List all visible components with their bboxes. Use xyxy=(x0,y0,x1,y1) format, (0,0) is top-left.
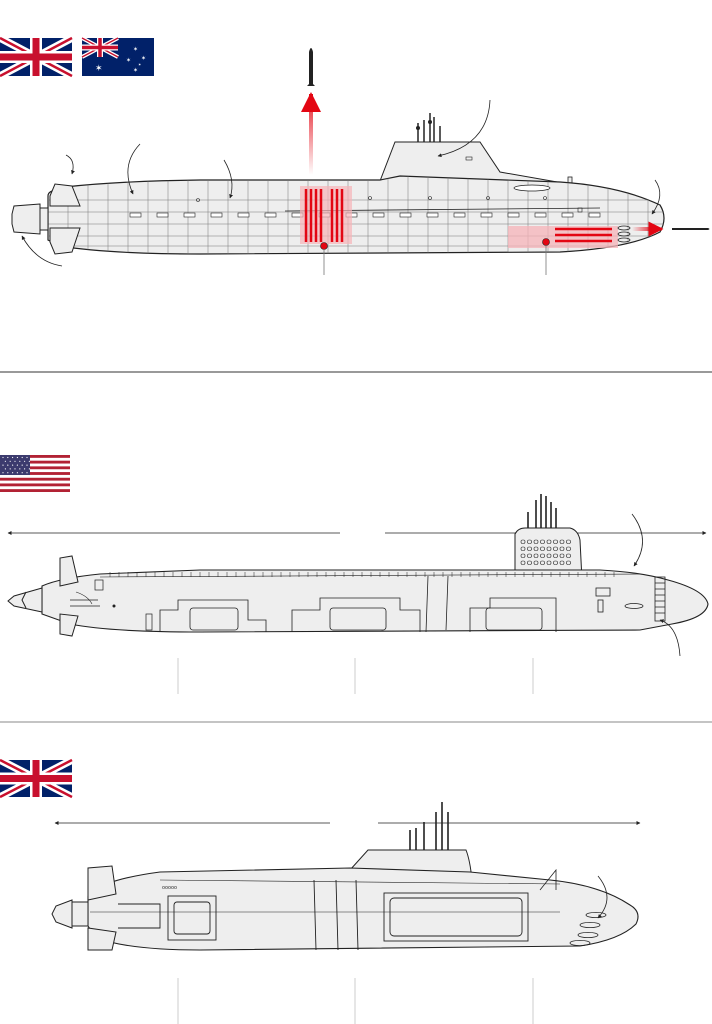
hatch xyxy=(156,212,169,218)
section-aukus: ✶ ✶ ✶ ✶ ✶ ✶ xyxy=(0,34,710,275)
hatch xyxy=(210,212,223,218)
torpedo-tubes xyxy=(539,868,607,947)
hatch xyxy=(561,212,574,218)
masts xyxy=(417,113,441,142)
star-icon: ✶ xyxy=(133,46,138,53)
submarine-uk: ooooo xyxy=(51,802,639,951)
vertical-guides xyxy=(177,978,534,1024)
star-icon: ✶ xyxy=(138,62,141,67)
missile-tubes xyxy=(300,186,352,275)
vertical-guides xyxy=(177,658,534,694)
submarine-aukus xyxy=(11,113,710,275)
hatch xyxy=(399,212,412,218)
uk-flag xyxy=(0,756,74,801)
hatch xyxy=(453,212,466,218)
star-icon: ✶ xyxy=(141,55,146,62)
hatch xyxy=(237,212,250,218)
torpedo-tubes xyxy=(508,221,710,275)
hatch xyxy=(534,212,547,218)
us-flag xyxy=(0,455,70,492)
hull-compartments xyxy=(118,879,529,951)
uk-flag xyxy=(0,34,74,80)
tail-assembly xyxy=(7,555,79,637)
masts xyxy=(527,494,557,528)
missile-icon xyxy=(307,48,315,86)
hatch xyxy=(426,212,439,218)
masts xyxy=(409,802,449,850)
star-icon: ✶ xyxy=(126,57,131,64)
star-icon: ✶ xyxy=(133,67,138,74)
torpedo-icon xyxy=(672,228,710,230)
section-uk: ooooo xyxy=(0,756,641,1024)
tail-assembly xyxy=(51,865,117,951)
commonwealth-star-icon: ✶ xyxy=(95,64,103,74)
ballistic-missile-launch xyxy=(301,48,321,175)
section-us xyxy=(0,455,709,694)
hatch xyxy=(480,212,493,218)
hatch xyxy=(588,212,601,218)
hatch xyxy=(507,212,520,218)
annotation-pointers xyxy=(631,513,681,657)
hatch xyxy=(129,212,142,218)
tail-assembly xyxy=(11,183,81,255)
hatch xyxy=(372,212,385,218)
hatch xyxy=(264,212,277,218)
hull-marking: ooooo xyxy=(162,885,177,891)
hatch xyxy=(183,212,196,218)
annotation-pointers xyxy=(21,99,661,267)
submarine-us xyxy=(7,494,709,637)
annotation-pointers xyxy=(597,875,608,919)
sail-windows xyxy=(520,539,571,565)
australia-flag: ✶ ✶ ✶ ✶ ✶ ✶ xyxy=(81,36,154,76)
hull-compartments xyxy=(70,575,557,633)
